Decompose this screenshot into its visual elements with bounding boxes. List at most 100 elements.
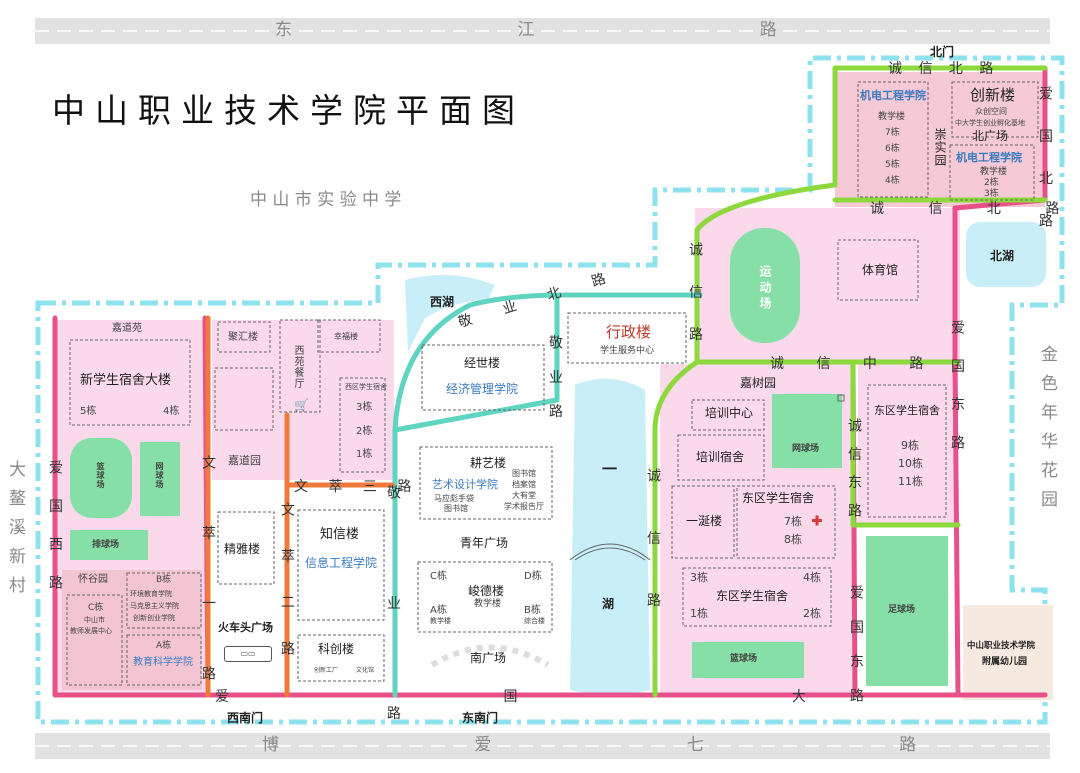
admin-building: 行政楼	[606, 323, 652, 341]
north-bldg-6: 6栋	[885, 144, 900, 154]
east-dorm-7: 7栋	[784, 515, 802, 528]
junde-building: 峻德楼	[468, 584, 505, 598]
road-jingye-mid: 敬 业 路	[547, 335, 563, 426]
kechuang-building: 科创楼	[318, 642, 355, 656]
road-chengxin-middle: 诚 信 中 路	[770, 356, 938, 372]
junde-d: D栋	[524, 571, 542, 582]
green-road	[652, 65, 1048, 698]
youth-square: 青年广场	[460, 536, 509, 550]
road-aiguo-east-lower: 爱 国 东 路	[848, 585, 864, 711]
west-field1-label: 篮球场	[96, 462, 105, 489]
road-chengxin-west-upper: 诚 信 路	[687, 242, 703, 353]
west-a-bldg: A栋	[156, 641, 172, 651]
north-b2-2: 3栋	[984, 189, 999, 199]
soccer-field	[866, 536, 948, 686]
road-aiguo-north: 爱 国 北 路	[1037, 86, 1053, 240]
road-chengxin-north-top: 诚 信 北 路	[888, 61, 1000, 77]
basket-field	[692, 642, 804, 678]
junde-b: B栋	[524, 605, 541, 616]
junde-a: A栋	[430, 605, 447, 616]
north-b2-1: 2栋	[984, 178, 999, 188]
road-bottom: 博 爱 七 路	[262, 735, 1012, 755]
north-college-2: 机电工程学院	[956, 151, 1022, 164]
north-bldg-label: 教学楼	[878, 112, 906, 122]
gym-label: 体育馆	[862, 263, 899, 277]
zone-north	[835, 72, 1045, 207]
east-far-9: 9栋	[901, 439, 919, 452]
road-aiguo-west: 爱 国 西 路	[47, 460, 63, 600]
east-dorm-1: 1栋	[690, 607, 708, 620]
gengyi-r2: 档案馆	[512, 480, 536, 489]
north-b2-label: 教学楼	[980, 167, 1008, 177]
west-field-1	[70, 438, 132, 518]
west-field-2	[140, 442, 180, 516]
junde-a-note: 教学楼	[430, 617, 451, 625]
junde-c: C栋	[430, 571, 447, 582]
training-dorm: 培训宿舍	[696, 450, 745, 464]
gate-north: 北门	[930, 45, 955, 59]
west-b-note3: 创新创业学院	[133, 614, 175, 622]
east-dorm-8: 8栋	[784, 533, 802, 546]
kindergarten-1: 中山职业技术学院	[967, 641, 1036, 651]
west-c-bldg: C栋	[88, 603, 104, 613]
right-garden: 金色年华花园	[1037, 345, 1057, 519]
map-title: 中山职业技术学院平面图	[52, 91, 525, 130]
road-wencui-3: 文 萃 三 路	[294, 479, 420, 495]
gengyi-r1: 图书馆	[512, 469, 536, 478]
new-dorm-5: 5栋	[80, 406, 97, 417]
volleyball-field	[70, 530, 148, 560]
chuangxin-note2: 中大学生创业孵化基地	[955, 119, 1025, 127]
west-canteen: 西苑餐厅	[292, 345, 303, 389]
west-dorm-2: 2栋	[356, 426, 373, 437]
west-lake	[405, 275, 495, 352]
stadium-label: 运动场	[758, 265, 772, 313]
road-aiguo-south: 爱 国 大 道	[215, 689, 1080, 705]
west-lake-label: 西湖	[430, 295, 455, 309]
east-dorm-4: 4栋	[803, 571, 821, 584]
west-c-note1: 中山市	[84, 616, 105, 624]
cart-icon: 🛒	[294, 398, 309, 412]
training-center: 培训中心	[705, 406, 754, 420]
jiadao-garden: 嘉道园	[228, 454, 261, 467]
kechuang-note1: 创新工厂	[314, 667, 339, 674]
gate-southwest: 西南门	[227, 711, 264, 725]
north-bldg-4: 4栋	[885, 176, 900, 186]
road-chengxin-west-lower: 诚 信 路	[645, 468, 661, 629]
road-wencui-1: 文 萃 一 路	[200, 455, 216, 707]
east-far-11: 11栋	[898, 475, 923, 488]
west-field2-label: 网球场	[155, 462, 164, 489]
west-dorm-3: 3栋	[356, 402, 373, 413]
north-square: 北广场	[972, 129, 1009, 143]
volleyball-label: 排球场	[92, 540, 120, 550]
chuangxin-building: 创新楼	[970, 86, 1016, 104]
west-b-note2: 马克思主义学院	[130, 602, 179, 610]
east-dorm-a: 东区学生宿舍	[742, 491, 815, 505]
gengyi-r3: 大有堂	[512, 491, 536, 500]
east-dorm-2: 2栋	[803, 607, 821, 620]
north-bldg-7: 7栋	[885, 128, 900, 138]
gengyi-r4: 学术报告厅	[504, 502, 544, 511]
jinghui-building: 聚汇楼	[228, 332, 258, 343]
admin-sub: 学生服务中心	[600, 346, 655, 356]
road-wencui-2: 文 萃 二 路	[279, 502, 295, 670]
zone-kindergarten	[963, 605, 1053, 700]
left-village: 大鳌溪新村	[5, 460, 25, 605]
west-dorm: 西区学生宿舍	[345, 383, 387, 391]
jingya-building: 精雅楼	[224, 542, 261, 556]
stadium-field	[730, 228, 800, 343]
gengyi-note1: 马应彪手袋	[434, 494, 474, 503]
junde-sub: 教学楼	[474, 599, 502, 609]
yi-lake	[570, 378, 650, 695]
west-b-bldg: B栋	[156, 575, 172, 585]
pink-road	[52, 65, 1048, 698]
jingshi-college: 经济管理学院	[446, 382, 519, 396]
tennis-field	[772, 394, 842, 468]
north-college: 机电工程学院	[860, 89, 926, 102]
new-dorm-4: 4栋	[163, 406, 180, 417]
south-square: 南广场	[470, 651, 507, 665]
chuangxin-note1: 众创空间	[975, 107, 1007, 116]
basket-label: 篮球场	[730, 654, 758, 664]
east-far-10: 10栋	[898, 457, 923, 470]
kechuang-note2: 文化馆	[356, 667, 375, 674]
